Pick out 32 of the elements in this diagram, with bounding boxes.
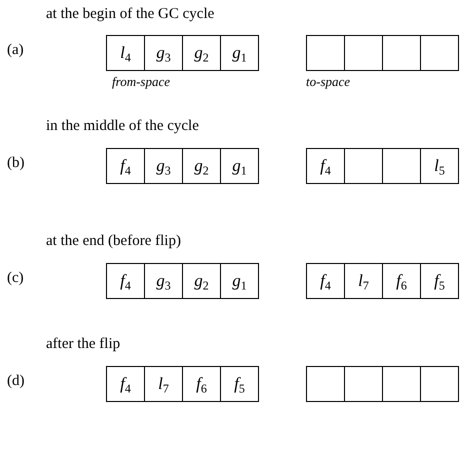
space-label: to-space <box>306 74 350 90</box>
memory-cell: g$_{3}$ <box>144 35 183 71</box>
memory-cell: g$_{1}$ <box>220 263 259 299</box>
memory-cell: g$_{1}$ <box>220 148 259 184</box>
memory-cell: g$_{3}$ <box>144 148 183 184</box>
row-label: (a) <box>7 42 24 59</box>
memory-cell: f$_{4}$ <box>306 148 345 184</box>
memory-cell: l$_{5}$ <box>420 148 459 184</box>
memory-cell: f$_{4}$ <box>106 263 145 299</box>
memory-cell: g$_{2}$ <box>182 35 221 71</box>
memory-cell: l$_{4}$ <box>106 35 145 71</box>
memory-cell: g$_{2}$ <box>182 263 221 299</box>
row-label: (c) <box>7 270 24 287</box>
memory-cell: l$_{7}$ <box>144 366 183 402</box>
row-heading: at the end (before flip) <box>46 233 181 250</box>
row-heading: after the flip <box>46 336 120 353</box>
row-heading: in the middle of the cycle <box>46 118 199 135</box>
row-heading: at the begin of the GC cycle <box>46 6 214 23</box>
memory-cell: f$_{5}$ <box>220 366 259 402</box>
row-label: (b) <box>7 155 24 172</box>
memory-cell: f$_{6}$ <box>182 366 221 402</box>
memory-cell: g$_{3}$ <box>144 263 183 299</box>
memory-cell: g$_{2}$ <box>182 148 221 184</box>
memory-cell: f$_{6}$ <box>382 263 421 299</box>
memory-cell: f$_{5}$ <box>420 263 459 299</box>
memory-cell: g$_{1}$ <box>220 35 259 71</box>
row-label: (d) <box>7 373 24 390</box>
memory-cell: f$_{4}$ <box>306 263 345 299</box>
memory-cell: f$_{4}$ <box>106 148 145 184</box>
memory-cell: f$_{4}$ <box>106 366 145 402</box>
space-label: from-space <box>112 74 170 90</box>
memory-cell: l$_{7}$ <box>344 263 383 299</box>
